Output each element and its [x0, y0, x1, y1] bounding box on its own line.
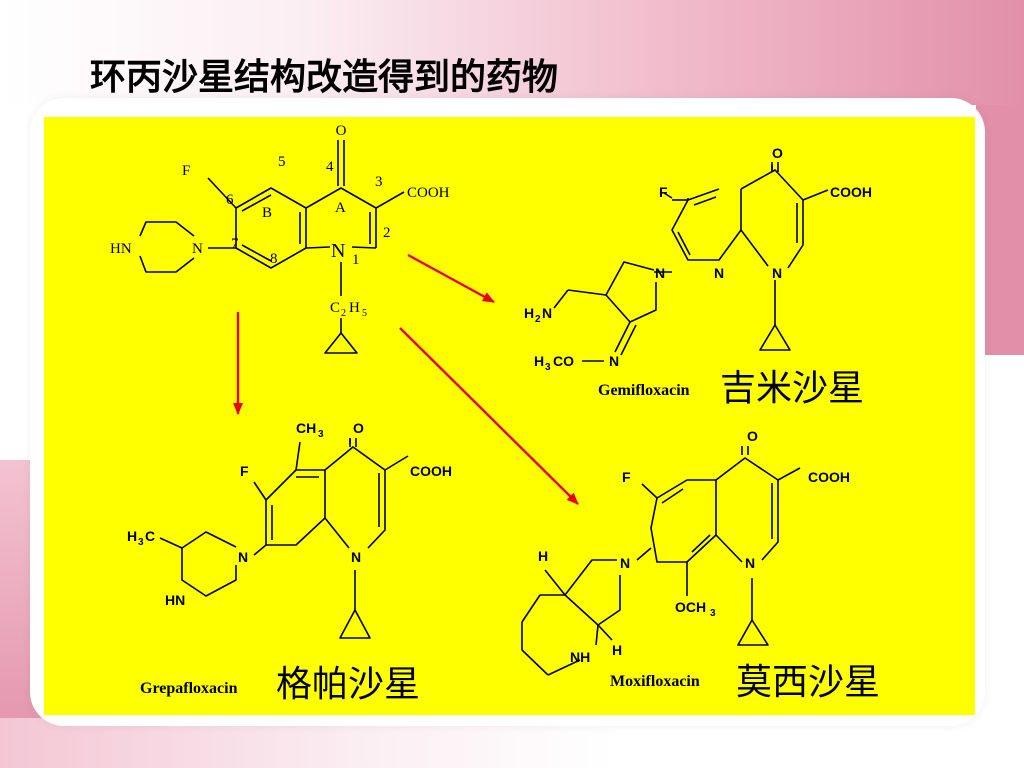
slide-title: 环丙沙星结构改造得到的药物 — [90, 57, 559, 98]
moxi-fluorine: F — [622, 469, 631, 485]
piperazine-n: N — [192, 241, 203, 257]
moxi-carbonyl-oxygen: O — [747, 428, 758, 444]
gemi-amine-h: H — [524, 305, 534, 321]
arrow-to-moxifloxacin — [399, 327, 579, 505]
gemi-naphthyridine-n: N — [714, 265, 724, 281]
ring-label-b: B — [262, 205, 272, 221]
ring-nitrogen: N — [331, 240, 345, 262]
moxi-methoxy-och: OCH — [675, 599, 706, 615]
moxi-carboxyl: COOH — [808, 469, 850, 485]
ethyl-hydrogen-subscript: 5 — [362, 308, 367, 319]
header-gradient-band — [0, 0, 1024, 105]
position-4: 4 — [326, 159, 334, 175]
grepafloxacin-latin-name: Grepafloxacin — [140, 680, 238, 697]
gemi-methoxy-h: H — [534, 353, 544, 369]
grepa-methyl-ch: CH — [296, 420, 316, 436]
gemifloxacin-structure: O F COOH N N N H 2 N H 3 CO N Gemifloxac… — [524, 145, 872, 408]
carboxyl-group: COOH — [407, 185, 450, 201]
fluorine: F — [182, 163, 190, 179]
gemi-ring-n: N — [772, 265, 782, 281]
moxi-ring-n: N — [745, 555, 755, 571]
ethyl-carbon-subscript: 2 — [341, 308, 346, 319]
moxi-stereo-h-top: H — [538, 548, 548, 564]
bottom-accent-band — [0, 718, 1024, 768]
grepa-carbonyl-oxygen: O — [353, 420, 364, 436]
ethyl-hydrogen: H — [349, 300, 360, 316]
piperazine-nh: HN — [110, 241, 132, 257]
moxifloxacin-chinese-name: 莫西沙星 — [736, 661, 880, 702]
arrow-to-gemifloxacin — [407, 253, 495, 304]
transformation-arrows — [233, 253, 579, 505]
gemi-carboxyl: COOH — [830, 184, 872, 200]
moxi-stereo-h-bottom: H — [612, 642, 622, 658]
moxi-methoxy-sub: 3 — [710, 608, 716, 619]
grepa-piperazine-n: N — [238, 549, 248, 565]
grepa-carboxyl: COOH — [410, 463, 452, 479]
grepa-piperazine-nh: HN — [165, 592, 185, 608]
position-8: 8 — [270, 251, 278, 267]
gemi-methoxy-co: CO — [553, 353, 574, 369]
gemi-amine-n: N — [542, 305, 552, 321]
ethyl-carbon: C — [330, 300, 340, 316]
grepa-methyl-sub: 3 — [318, 429, 324, 440]
moxi-amine-nh: NH — [570, 649, 590, 665]
gemi-amine-sub: 2 — [535, 314, 541, 325]
grepafloxacin-structure: CH 3 O F COOH N N H 3 C HN Grepafloxacin… — [127, 420, 452, 704]
gemi-pyrrolidine-n: N — [655, 265, 665, 281]
gemi-fluorine: F — [659, 184, 668, 200]
carbonyl-oxygen: O — [336, 123, 347, 139]
grepa-h3c-h: H — [127, 528, 137, 544]
grepafloxacin-chinese-name: 格帕沙星 — [276, 663, 420, 704]
gemi-methoxy-sub: 3 — [545, 362, 551, 373]
grepa-fluorine: F — [240, 463, 249, 479]
gemifloxacin-latin-name: Gemifloxacin — [598, 382, 690, 399]
diagram-panel — [44, 117, 975, 715]
ring-label-a: A — [335, 200, 346, 216]
position-2: 2 — [383, 225, 391, 241]
grepa-h3c-c: C — [145, 528, 155, 544]
position-1: 1 — [352, 252, 360, 268]
gemi-oxime-n: N — [609, 353, 619, 369]
position-3: 3 — [375, 174, 383, 190]
position-6: 6 — [226, 192, 234, 208]
moxi-pyrrolidine-n: N — [620, 555, 630, 571]
moxifloxacin-structure: O F COOH N N H H OCH 3 NH Moxifloxacin 莫… — [521, 428, 880, 702]
grepa-ring-n: N — [351, 549, 361, 565]
ciprofloxacin-structure: O F COOH HN N N C 2 H 5 B A 1 2 3 4 5 6 … — [110, 123, 450, 354]
grepa-h3c-sub: 3 — [138, 537, 144, 548]
gemi-carbonyl-oxygen: O — [772, 145, 783, 161]
position-5: 5 — [278, 154, 286, 170]
gemifloxacin-chinese-name: 吉米沙星 — [720, 367, 864, 408]
moxifloxacin-latin-name: Moxifloxacin — [610, 673, 700, 690]
position-7: 7 — [231, 236, 239, 252]
